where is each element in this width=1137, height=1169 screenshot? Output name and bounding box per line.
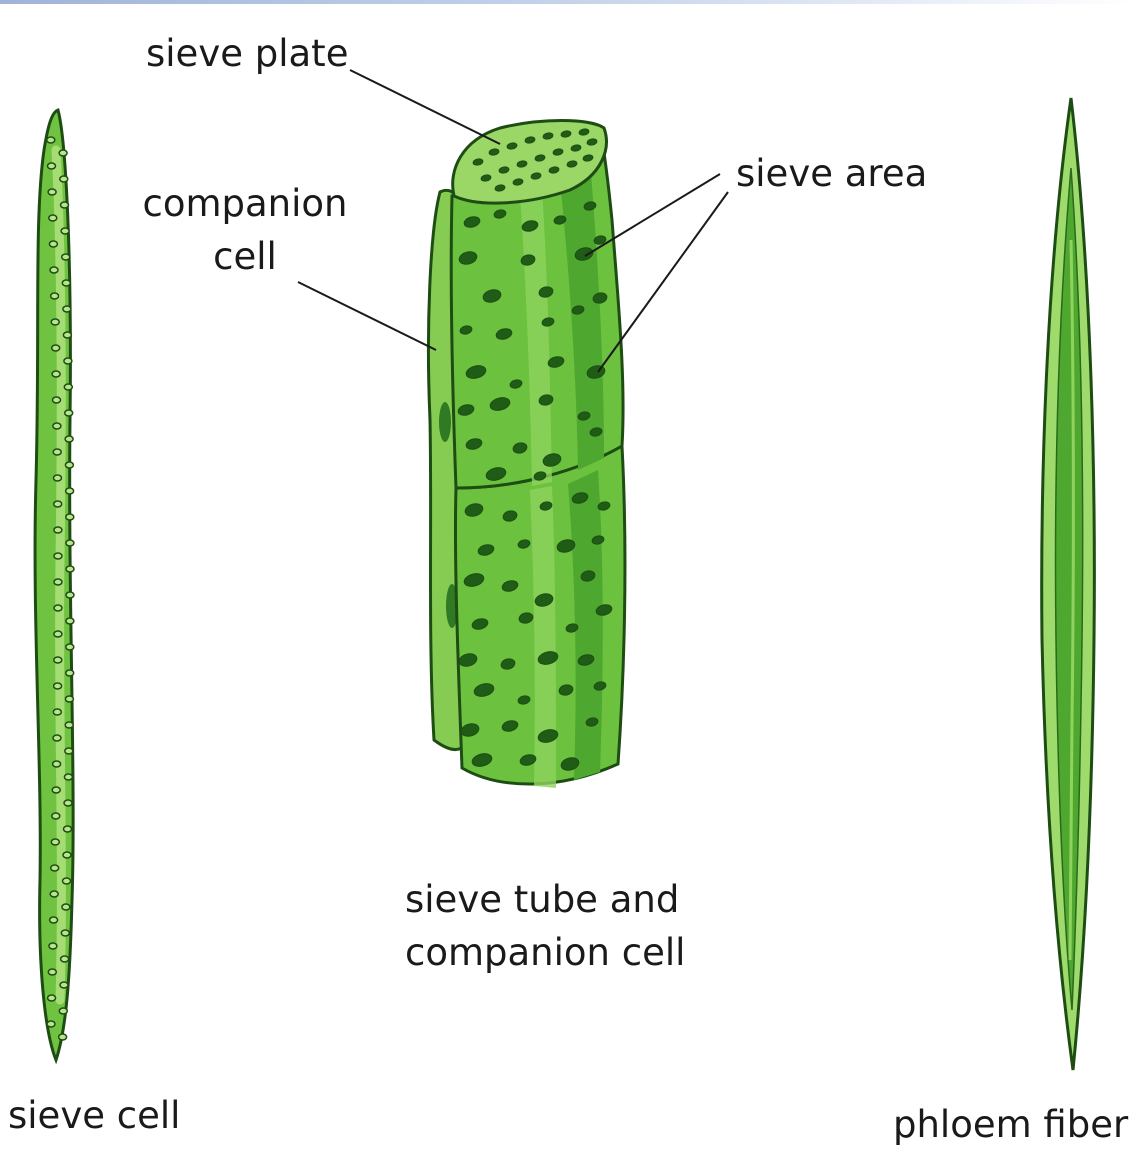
sieve-cell-pore: [47, 1021, 55, 1027]
sieve-cell-pore: [60, 176, 68, 182]
sieve-cell-pore: [53, 761, 61, 767]
sieve-cell-pore: [53, 449, 61, 455]
sieve-cell-pore: [53, 709, 61, 715]
companion-cell-leader: [298, 282, 436, 350]
sieve-cell-pore: [63, 306, 71, 312]
sieve-cell-pore: [66, 566, 74, 572]
sieve-cell-pore: [66, 618, 74, 624]
sieve-cell-pore: [50, 891, 58, 897]
sieve-cell-pore: [51, 293, 59, 299]
sieve-cell-pore: [54, 501, 62, 507]
sieve-cell-pore: [52, 813, 60, 819]
sieve-cell-pore: [59, 1008, 67, 1014]
sieve-cell-pore: [64, 800, 72, 806]
label-sieve-area-text: sieve area: [736, 152, 927, 195]
sieve-cell-pore: [48, 189, 56, 195]
sieve-tube-illustration: [428, 121, 625, 789]
label-sieve-tube-caption: sieve tube and companion cell: [405, 874, 685, 979]
sieve-cell-pore: [54, 631, 62, 637]
sieve-cell-pore: [49, 943, 57, 949]
sieve-cell-pore: [62, 904, 70, 910]
sieve-cell-pore: [65, 722, 73, 728]
label-sieve-plate-text: sieve plate: [146, 32, 348, 75]
sieve-cell-pore: [54, 605, 62, 611]
phloem-fiber-illustration: [1042, 98, 1095, 1070]
sieve-cell-pore: [66, 592, 74, 598]
sieve-cell-pore: [64, 358, 72, 364]
sieve-cell-pore: [59, 150, 67, 156]
label-companion-cell-line1: companion: [120, 178, 370, 231]
sieve-cell-pore: [64, 826, 72, 832]
sieve-cell-pore: [62, 280, 70, 286]
sieve-cell-pore: [52, 787, 60, 793]
sieve-cell-pore: [52, 345, 60, 351]
companion-nucleus-upper: [439, 402, 451, 442]
label-phloem-fiber: phloem fiber: [893, 1099, 1128, 1152]
sieve-cell-pore: [65, 410, 73, 416]
sieve-cell-pore: [61, 956, 69, 962]
sieve-cell-pore: [54, 579, 62, 585]
sieve-cell-pore: [66, 670, 74, 676]
sieve-cell-pore: [54, 527, 62, 533]
sieve-cell-pore: [63, 852, 71, 858]
sieve-cell-pore: [66, 540, 74, 546]
sieve-cell-pore: [65, 696, 73, 702]
sieve-cell-pore: [49, 215, 57, 221]
sieve-cell-pore: [59, 1034, 67, 1040]
sieve-cell-pore: [65, 462, 73, 468]
sieve-cell-pore: [53, 735, 61, 741]
sieve-cell-pore: [48, 969, 56, 975]
sieve-cell-pore: [53, 423, 61, 429]
label-sieve-tube-line2: companion cell: [405, 927, 685, 980]
sieve-cell-pore: [60, 982, 68, 988]
sieve-cell-pore: [61, 228, 69, 234]
label-sieve-plate: sieve plate: [146, 28, 348, 81]
sieve-cell-pore: [66, 644, 74, 650]
sieve-cell-pore: [65, 436, 73, 442]
sieve-cell-pore: [66, 514, 74, 520]
sieve-cell-pore: [51, 839, 59, 845]
sieve-cell-pore: [61, 930, 69, 936]
sieve-cell-pore: [51, 319, 59, 325]
sieve-cell-pore: [50, 267, 58, 273]
sieve-cell-pore: [54, 475, 62, 481]
sieve-cell-pore: [62, 254, 70, 260]
label-companion-cell-line2: cell: [120, 231, 370, 284]
label-phloem-fiber-text: phloem fiber: [893, 1103, 1128, 1146]
sieve-cell-pore: [51, 865, 59, 871]
sieve-cell-pore: [61, 202, 69, 208]
label-companion-cell: companion cell: [120, 178, 370, 283]
sieve-cell-pore: [50, 917, 58, 923]
sieve-cell-pore: [64, 384, 72, 390]
sieve-cell-pore: [63, 332, 71, 338]
label-sieve-area: sieve area: [736, 148, 927, 201]
sieve-cell-pore: [64, 774, 72, 780]
sieve-cell-pore: [52, 371, 60, 377]
label-sieve-cell: sieve cell: [8, 1090, 180, 1143]
sieve-cell-pore: [48, 995, 56, 1001]
label-sieve-cell-text: sieve cell: [8, 1094, 180, 1137]
sieve-cell-pore: [53, 397, 61, 403]
sieve-cell-pore: [47, 137, 55, 143]
sieve-plate-leader: [350, 70, 500, 144]
sieve-cell-inner-band: [56, 150, 61, 1000]
label-sieve-tube-line1: sieve tube and: [405, 874, 685, 927]
sieve-cell-pore: [54, 553, 62, 559]
sieve-cell-pore: [48, 163, 56, 169]
sieve-cell-pore: [65, 748, 73, 754]
sieve-cell-pore: [63, 878, 71, 884]
sieve-cell-illustration: [35, 110, 74, 1060]
sieve-cell-pore: [49, 241, 57, 247]
sieve-cell-pore: [54, 657, 62, 663]
sieve-cell-pore: [54, 683, 62, 689]
sieve-cell-pore: [66, 488, 74, 494]
